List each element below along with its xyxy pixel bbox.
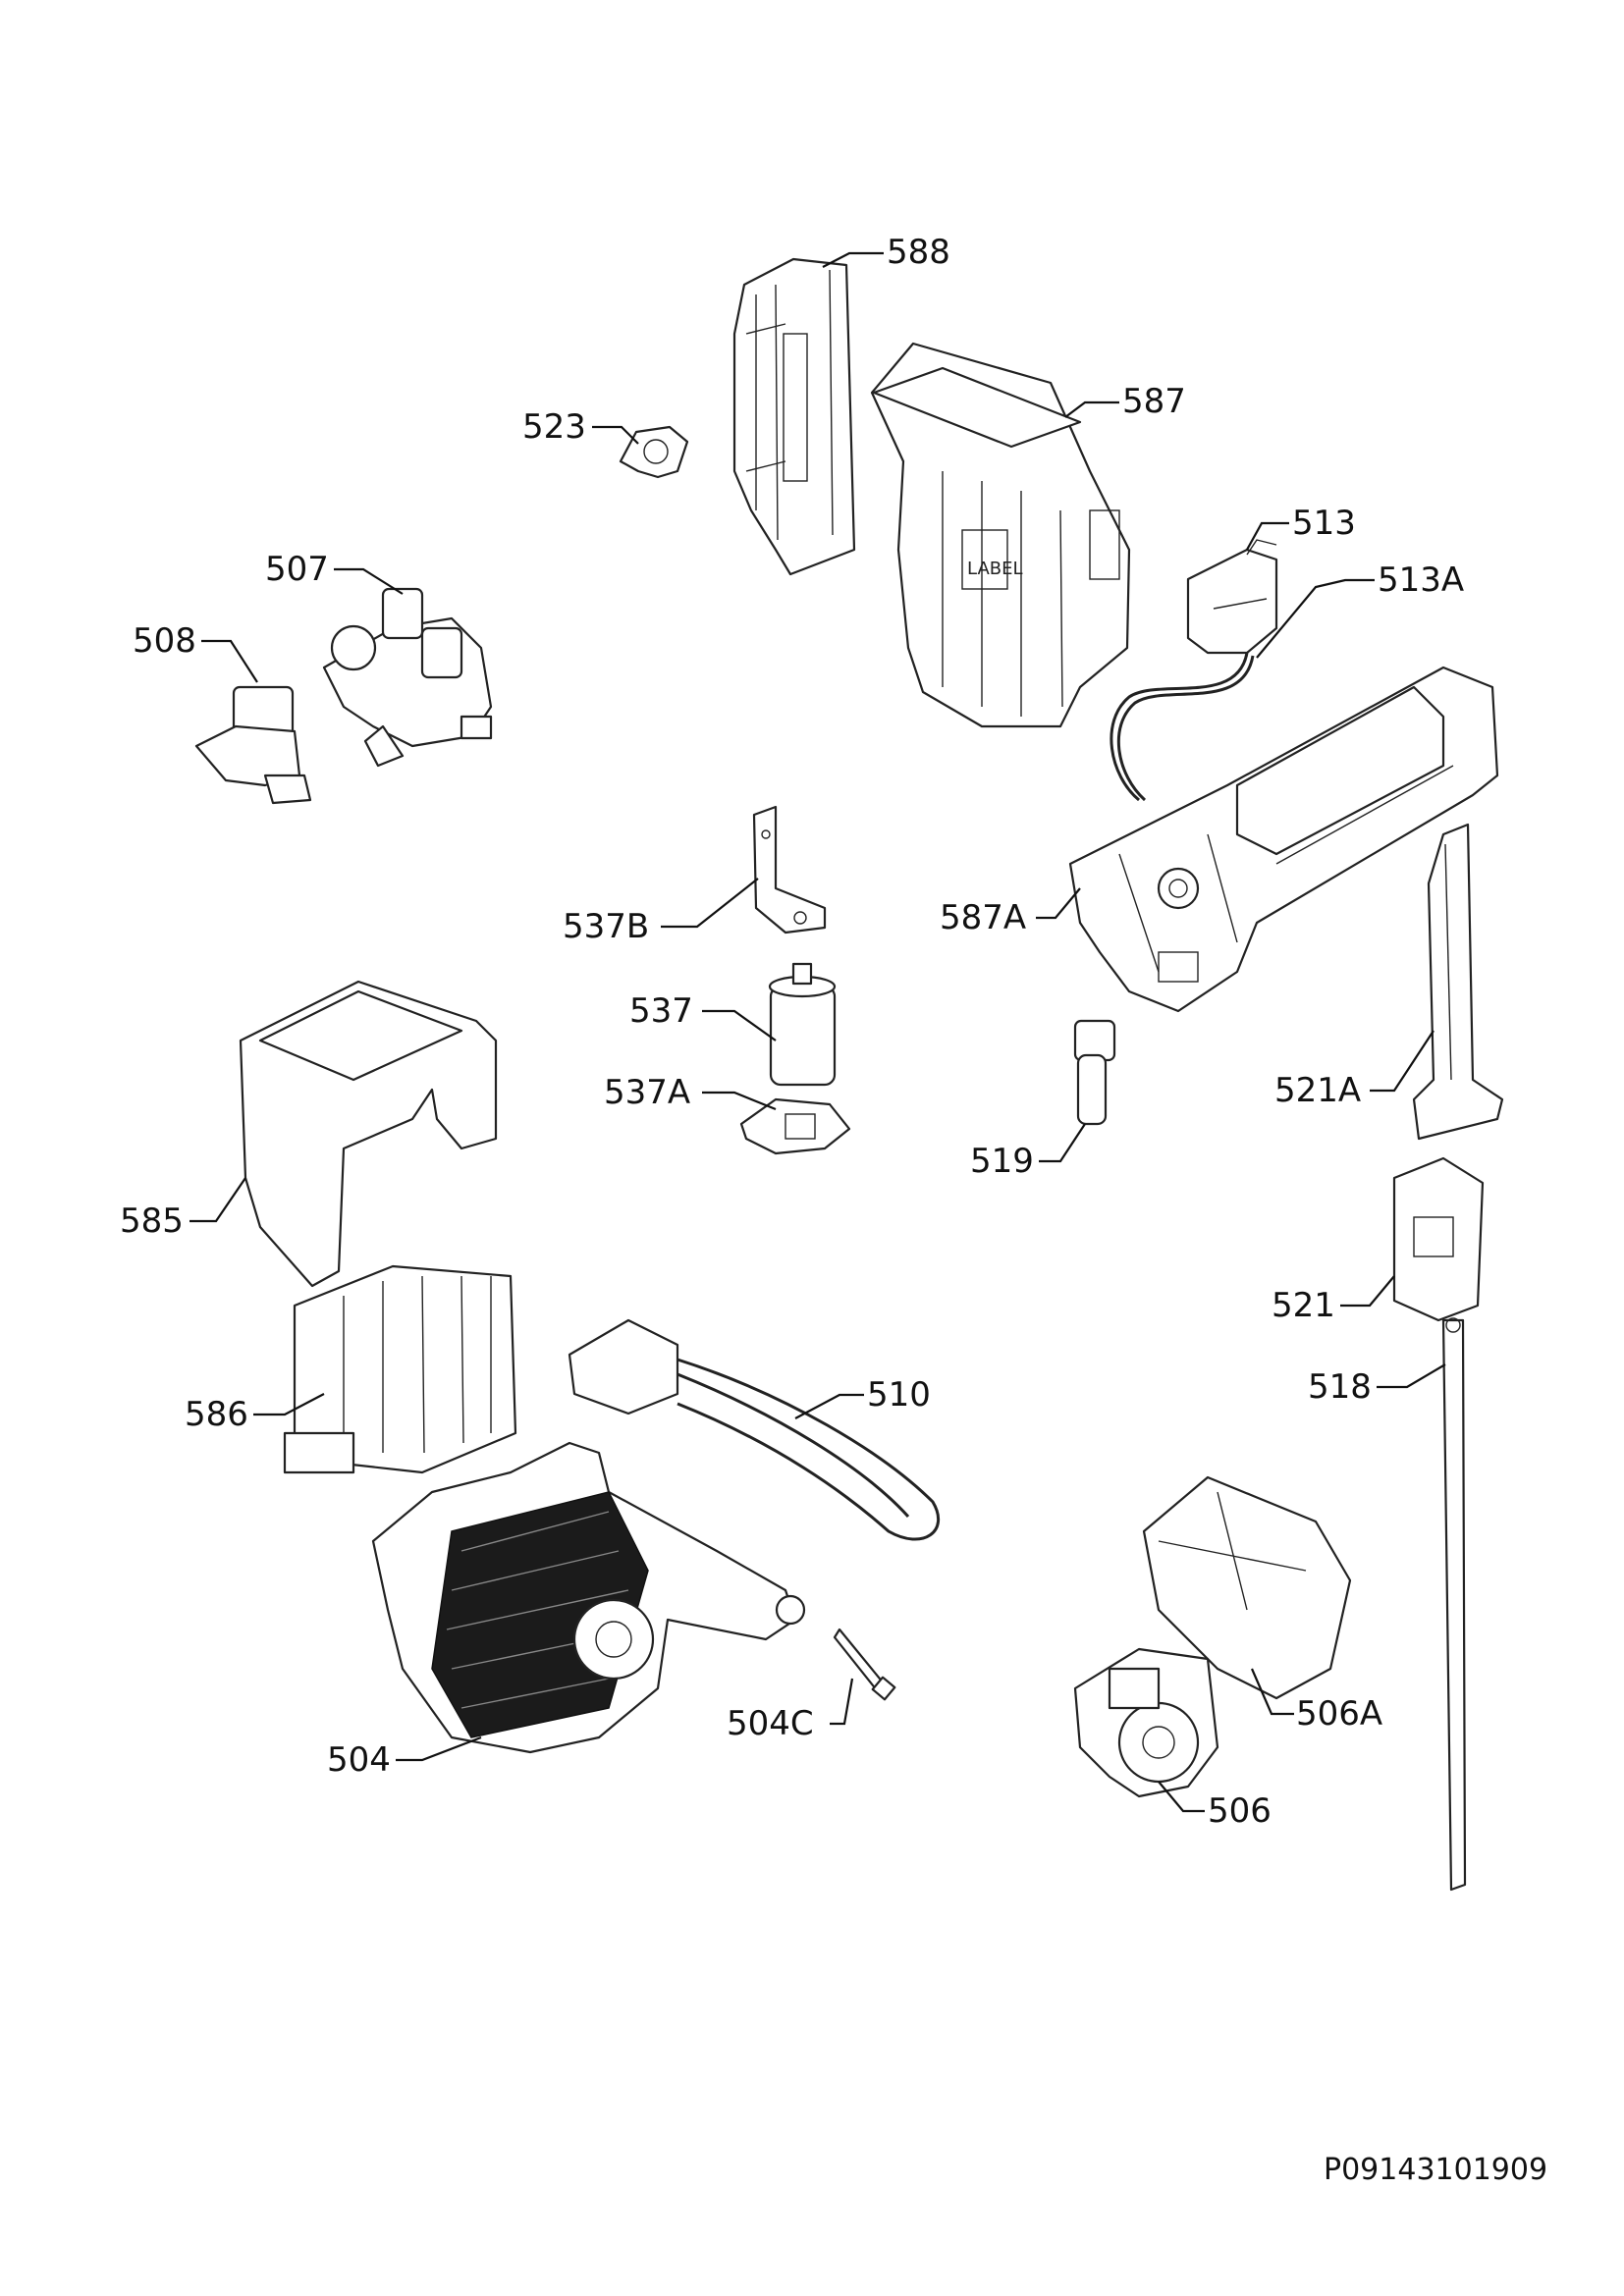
part-504C-screw xyxy=(833,1628,896,1701)
callout-586: 586 xyxy=(185,1395,248,1434)
callout-504: 504 xyxy=(327,1740,391,1780)
leader-510 xyxy=(794,1393,864,1419)
leader-513 xyxy=(1246,521,1289,551)
part-537B-bracket xyxy=(752,805,827,934)
callout-537: 537 xyxy=(629,991,693,1031)
leader-537 xyxy=(702,1009,777,1041)
leader-504C xyxy=(830,1678,854,1726)
part-523-clip xyxy=(619,425,689,479)
label-sticker: LABEL xyxy=(967,559,1023,579)
leader-523 xyxy=(592,425,639,445)
part-585-cover xyxy=(239,980,498,1288)
part-521-door-lock xyxy=(1392,1156,1485,1322)
leader-587 xyxy=(1064,400,1119,418)
callout-587: 587 xyxy=(1122,382,1186,421)
part-506-drain-pump xyxy=(1073,1647,1219,1798)
callout-521A: 521A xyxy=(1274,1071,1362,1110)
leader-588 xyxy=(822,251,884,268)
part-587-module-housing: LABEL xyxy=(870,342,1131,728)
callout-519: 519 xyxy=(970,1142,1034,1181)
leader-521A xyxy=(1370,1030,1435,1093)
part-506A-pump-cover xyxy=(1142,1475,1352,1700)
part-587A-control-board xyxy=(1068,666,1499,1013)
leader-504 xyxy=(396,1735,482,1762)
leader-lines xyxy=(189,251,1446,1813)
leader-506A xyxy=(1250,1668,1294,1716)
callout-507: 507 xyxy=(265,550,329,589)
callout-585: 585 xyxy=(120,1201,184,1241)
part-537-capacitor xyxy=(768,962,837,1087)
leader-518 xyxy=(1377,1363,1446,1389)
callout-510: 510 xyxy=(867,1375,931,1415)
part-521A-lever xyxy=(1412,823,1504,1141)
part-513-connector xyxy=(1186,539,1278,655)
callout-506: 506 xyxy=(1208,1791,1272,1831)
callout-506A: 506A xyxy=(1296,1694,1383,1734)
part-508-single-valve xyxy=(194,685,312,805)
leader-507 xyxy=(334,567,404,595)
part-519-sensor xyxy=(1073,1019,1116,1126)
callout-513A: 513A xyxy=(1378,561,1465,600)
leader-506 xyxy=(1158,1781,1205,1813)
leader-521 xyxy=(1340,1275,1395,1308)
leader-587A xyxy=(1036,887,1081,920)
callout-587A: 587A xyxy=(940,898,1027,937)
leader-537B xyxy=(661,878,759,929)
leader-585 xyxy=(189,1177,246,1223)
part-504-motor xyxy=(371,1441,806,1754)
part-586-filter-block xyxy=(283,1264,517,1474)
leader-586 xyxy=(253,1393,325,1416)
callout-513: 513 xyxy=(1292,504,1356,543)
part-588-module-cover xyxy=(732,257,856,576)
callout-523: 523 xyxy=(522,407,586,447)
drawing-number: P09143101909 xyxy=(1324,2153,1548,2187)
callout-518: 518 xyxy=(1308,1367,1372,1407)
leader-508 xyxy=(201,639,258,683)
leader-519 xyxy=(1039,1123,1086,1163)
part-513A-cable xyxy=(1110,652,1255,802)
callout-508: 508 xyxy=(133,621,196,661)
callout-504C: 504C xyxy=(727,1704,814,1743)
part-507-water-valve xyxy=(322,587,493,768)
leader-513A xyxy=(1256,578,1375,659)
part-537A-holder xyxy=(739,1097,851,1155)
callout-588: 588 xyxy=(887,233,950,272)
callout-537A: 537A xyxy=(604,1073,691,1112)
part-518-rod xyxy=(1441,1317,1467,1892)
callout-521: 521 xyxy=(1272,1286,1335,1325)
leader-537A xyxy=(702,1091,777,1111)
callout-537B: 537B xyxy=(563,907,650,946)
